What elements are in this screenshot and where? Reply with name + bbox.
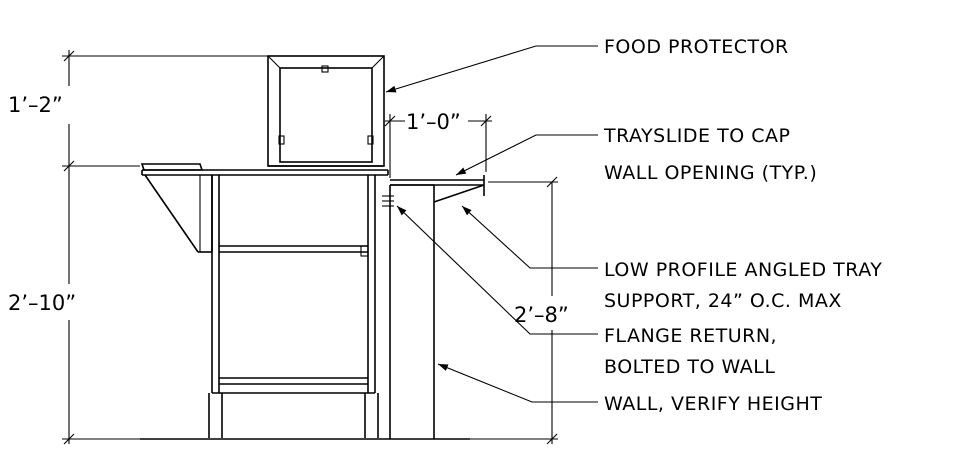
dim-trayslide-width: 1’–0” (406, 110, 461, 134)
label-trayslide-2: WALL OPENING (TYP.) (604, 162, 817, 184)
leader-lines (385, 45, 598, 403)
dim-protector-height: 1’–2” (8, 93, 63, 117)
label-tray-support-1: LOW PROFILE ANGLED TRAY (604, 259, 882, 281)
cabinet-legs (208, 393, 379, 438)
counter-top (140, 163, 389, 176)
food-protector (267, 55, 385, 167)
dimension-lines (62, 50, 558, 445)
trayslide (390, 175, 485, 203)
label-wall: WALL, VERIFY HEIGHT (604, 393, 822, 415)
label-tray-support-2: SUPPORT, 24” O.C. MAX (604, 290, 842, 312)
dim-total-height: 2’–10” (8, 291, 76, 315)
label-trayslide-1: TRAYSLIDE TO CAP (603, 125, 790, 147)
shelf-bracket (144, 174, 213, 253)
label-food-protector: FOOD PROTECTOR (604, 36, 789, 58)
wall (382, 184, 435, 439)
cabinet-body (211, 175, 376, 394)
dim-trayslide-height: 2’–8” (514, 303, 569, 327)
label-flange-2: BOLTED TO WALL (604, 356, 775, 378)
label-flange-1: FLANGE RETURN, (604, 325, 777, 347)
